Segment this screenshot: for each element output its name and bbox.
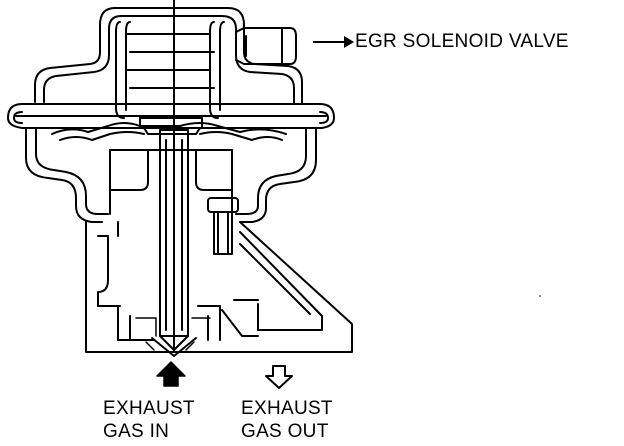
diaphragm-plate xyxy=(51,117,287,141)
diaphragm-spring xyxy=(115,21,225,119)
solenoid-port xyxy=(235,27,297,65)
upper-vacuum-cap xyxy=(34,7,303,105)
lower-housing xyxy=(25,127,317,223)
solenoid-pointer-arrow xyxy=(313,36,354,48)
gas-out-label-line2: GAS OUT xyxy=(241,421,329,442)
valve-stem xyxy=(151,0,197,357)
solenoid-valve-label: EGR SOLENOID VALVE xyxy=(355,31,569,52)
gas-in-label-line2: GAS IN xyxy=(103,421,170,442)
valve-seat xyxy=(135,317,211,351)
diaphragm-flange xyxy=(7,103,335,129)
solid-up-arrow-icon xyxy=(156,361,186,387)
speck-mark xyxy=(539,295,541,297)
outline-down-arrow-icon xyxy=(265,365,293,389)
gas-in-label-line1: EXHAUST xyxy=(103,398,195,419)
valve-body xyxy=(85,221,353,353)
adjustment-screw xyxy=(207,197,239,255)
gas-out-label-line1: EXHAUST xyxy=(241,398,333,419)
